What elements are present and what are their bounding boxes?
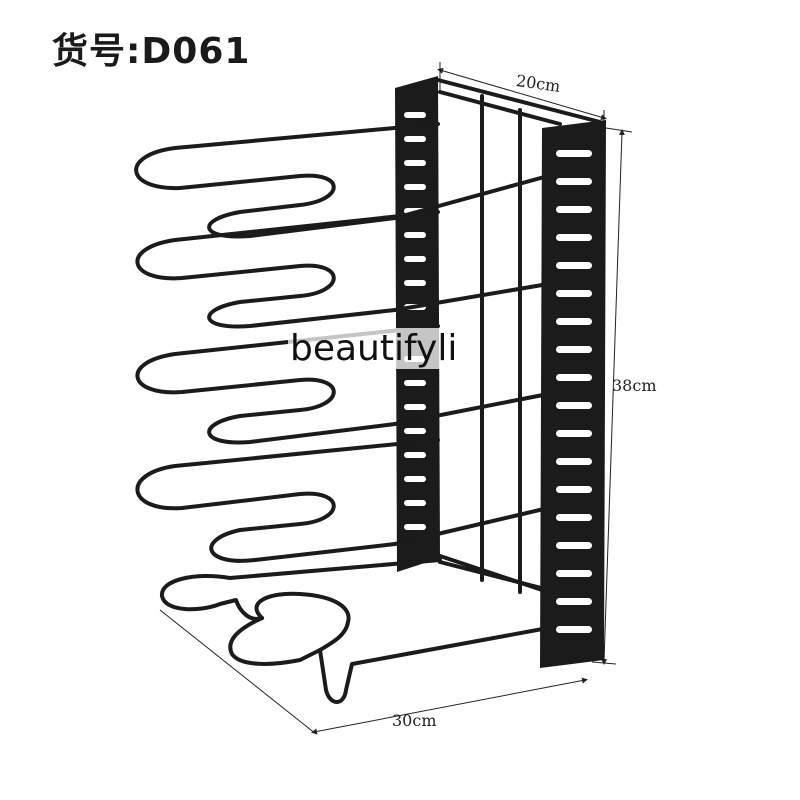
- rear-frame: [395, 76, 440, 572]
- wire-shelves: [134, 122, 550, 704]
- depth-dimension-line: [159, 609, 588, 735]
- depth-label: 30cm: [392, 711, 437, 730]
- watermark-text: beautifyli: [288, 328, 460, 369]
- front-frame: [540, 120, 606, 668]
- product-code-label: 货号:D061: [52, 31, 251, 72]
- height-dimension-line: [591, 127, 633, 665]
- height-label: 38cm: [612, 376, 657, 395]
